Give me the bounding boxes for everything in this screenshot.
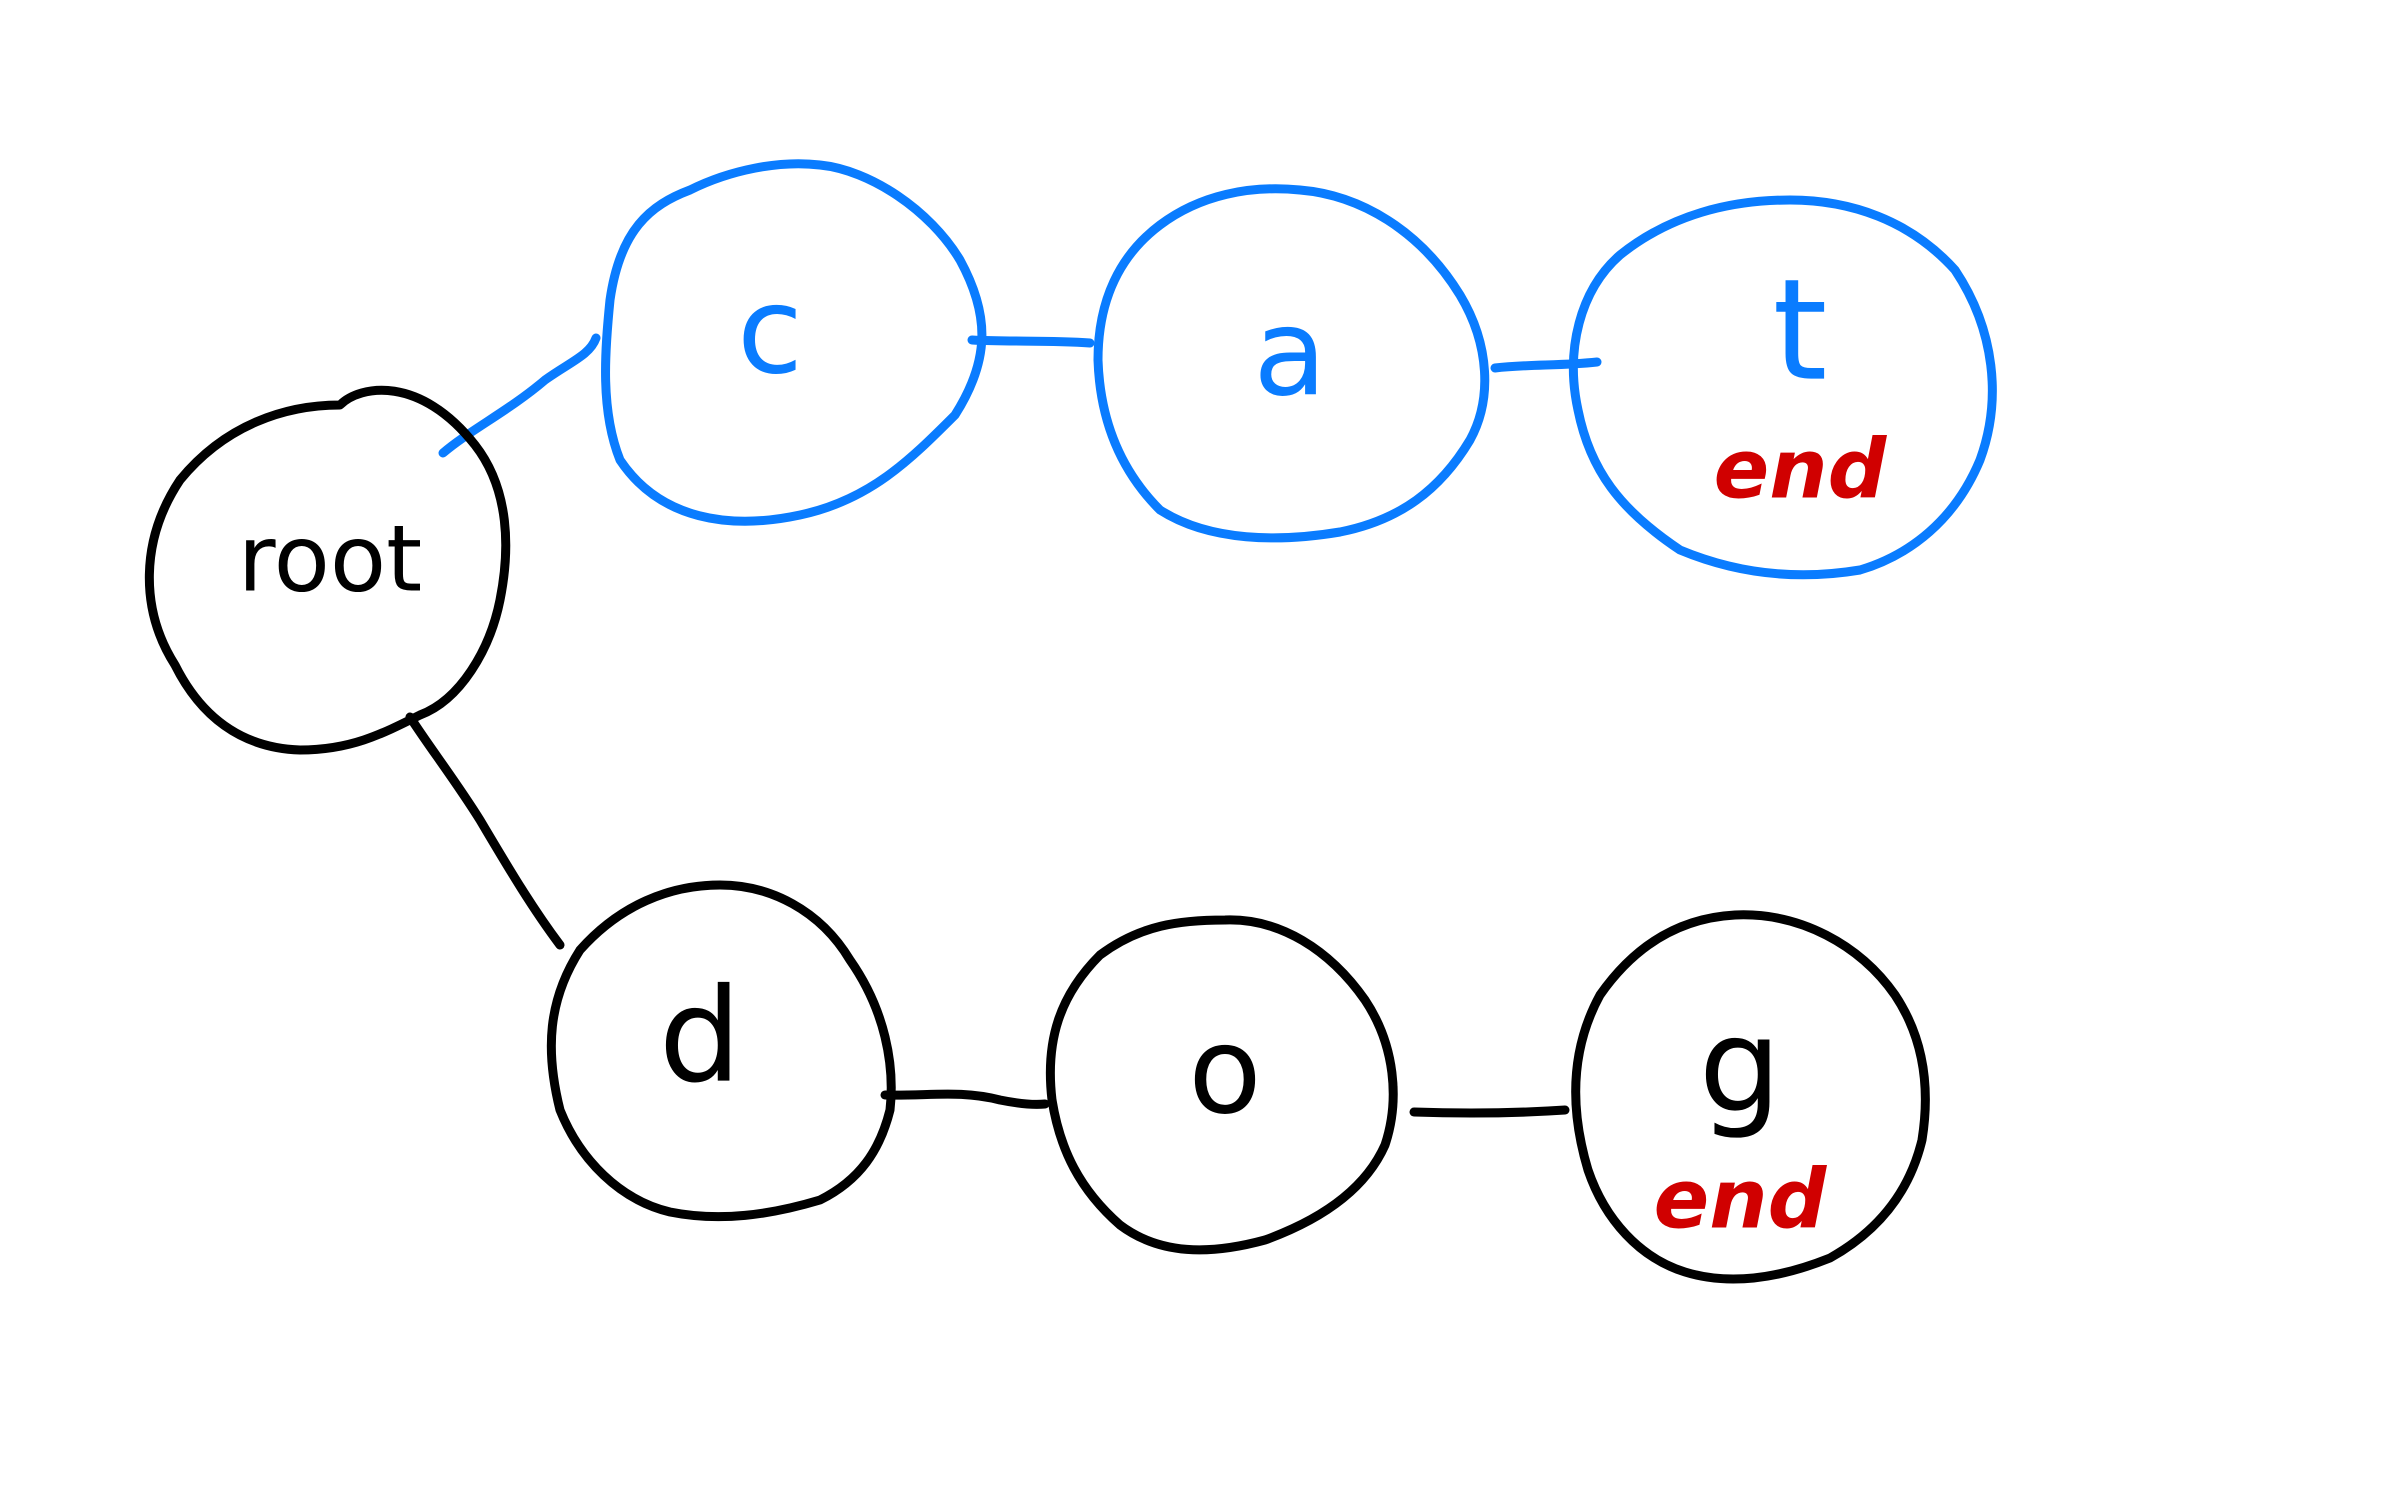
end-marker-t: end	[1714, 422, 1888, 517]
edge-a-t	[1490, 357, 1602, 373]
node-c-circle	[601, 159, 987, 526]
node-root-circle	[144, 385, 511, 755]
node-o-label: o	[1188, 1003, 1261, 1142]
node-root-label: root	[238, 505, 422, 612]
node-g-label: g	[1699, 990, 1782, 1142]
node-a-label: a	[1253, 285, 1327, 424]
node-g-circle	[1571, 910, 1930, 1284]
edge-o-g	[1409, 1105, 1570, 1118]
node-a-circle	[1093, 184, 1490, 543]
node-d-label: d	[659, 960, 742, 1112]
edge-d-o	[880, 1089, 1050, 1109]
end-marker-g: end	[1654, 1152, 1828, 1247]
node-t-circle	[1568, 195, 1997, 580]
node-d-circle	[546, 880, 896, 1222]
edge-root-d	[405, 712, 565, 950]
node-c-label: c	[737, 263, 803, 402]
node-o-circle	[1045, 915, 1398, 1255]
node-t-label: t	[1773, 250, 1828, 413]
edge-c-a	[967, 335, 1095, 348]
